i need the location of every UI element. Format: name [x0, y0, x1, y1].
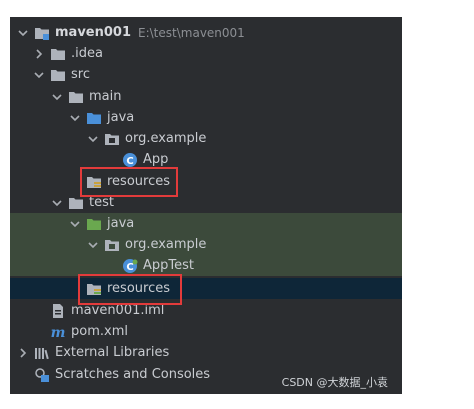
svg-text:C: C — [126, 262, 133, 273]
folder-icon — [50, 46, 66, 62]
tree-item-apptest[interactable]: C AppTest — [10, 255, 402, 276]
tree-item-project-root[interactable]: maven001 E:\test\maven001 — [10, 22, 402, 43]
tree-item-label: resources — [107, 174, 171, 189]
tree-item-test-java[interactable]: java — [10, 213, 402, 234]
tree-item-main-resources[interactable]: resources — [10, 171, 402, 192]
libraries-icon — [34, 345, 50, 361]
folder-icon — [50, 67, 66, 83]
chevron-down-icon[interactable] — [50, 196, 64, 210]
tree-item-label: java — [107, 216, 135, 231]
tree-item-label: maven001.iml — [71, 303, 165, 318]
chevron-right-icon[interactable] — [16, 346, 30, 360]
tree-item-scratches[interactable]: Scratches and Consoles — [10, 364, 402, 385]
tree-item-label: src — [71, 67, 90, 82]
scratches-icon — [34, 367, 50, 383]
tree-item-main[interactable]: main — [10, 86, 402, 107]
tree-item-test-package[interactable]: org.example — [10, 234, 402, 255]
tree-item-label: .idea — [71, 46, 103, 61]
tree-item-label: pom.xml — [71, 324, 128, 339]
project-tree-panel: maven001 E:\test\maven001 .idea src main — [10, 17, 402, 394]
tree-item-label: java — [107, 110, 135, 125]
project-name: maven001 — [55, 25, 132, 40]
tree-item-test-resources[interactable]: resources — [10, 278, 402, 299]
tree-item-label: resources — [107, 281, 171, 296]
tree-item-label: Scratches and Consoles — [55, 367, 211, 382]
tree-item-pom[interactable]: m pom.xml — [10, 321, 402, 342]
maven-pom-icon: m — [50, 324, 66, 341]
tree-item-label: App — [143, 152, 169, 167]
tree-item-src[interactable]: src — [10, 64, 402, 85]
tree-item-app[interactable]: C App — [10, 149, 402, 170]
chevron-down-icon[interactable] — [50, 90, 64, 104]
tree-item-label: org.example — [125, 237, 207, 252]
module-folder-icon — [34, 25, 50, 41]
tree-item-main-java[interactable]: java — [10, 107, 402, 128]
iml-file-icon — [50, 303, 66, 319]
chevron-down-icon[interactable] — [86, 238, 100, 252]
tree-item-label: test — [89, 195, 114, 210]
chevron-down-icon[interactable] — [68, 217, 82, 231]
tree-item-external-libraries[interactable]: External Libraries — [10, 342, 402, 363]
tree-item-label: org.example — [125, 131, 207, 146]
package-icon — [104, 237, 120, 253]
chevron-right-icon[interactable] — [32, 47, 46, 61]
tree-item-label: AppTest — [143, 258, 194, 273]
source-folder-icon — [86, 110, 102, 126]
folder-icon — [68, 89, 84, 105]
svg-text:C: C — [126, 156, 133, 167]
chevron-down-icon[interactable] — [32, 68, 46, 82]
tree-item-label: main — [89, 89, 122, 104]
test-source-folder-icon — [86, 216, 102, 232]
project-path: E:\test\maven001 — [138, 25, 245, 40]
tree-item-iml[interactable]: maven001.iml — [10, 300, 402, 321]
chevron-down-icon[interactable] — [68, 111, 82, 125]
tree-item-idea[interactable]: .idea — [10, 43, 402, 64]
folder-icon — [68, 195, 84, 211]
tree-item-label: External Libraries — [55, 345, 170, 360]
java-class-icon: C — [122, 152, 138, 168]
resources-folder-icon — [86, 174, 102, 190]
test-resources-folder-icon — [86, 281, 102, 297]
chevron-down-icon[interactable] — [16, 26, 30, 40]
package-icon — [104, 131, 120, 147]
chevron-down-icon[interactable] — [86, 132, 100, 146]
tree-item-test[interactable]: test — [10, 192, 402, 213]
svg-text:m: m — [51, 325, 66, 340]
watermark: CSDN @大数据_小袁 — [281, 376, 388, 389]
java-class-icon: C — [122, 258, 138, 274]
tree-item-main-package[interactable]: org.example — [10, 128, 402, 149]
